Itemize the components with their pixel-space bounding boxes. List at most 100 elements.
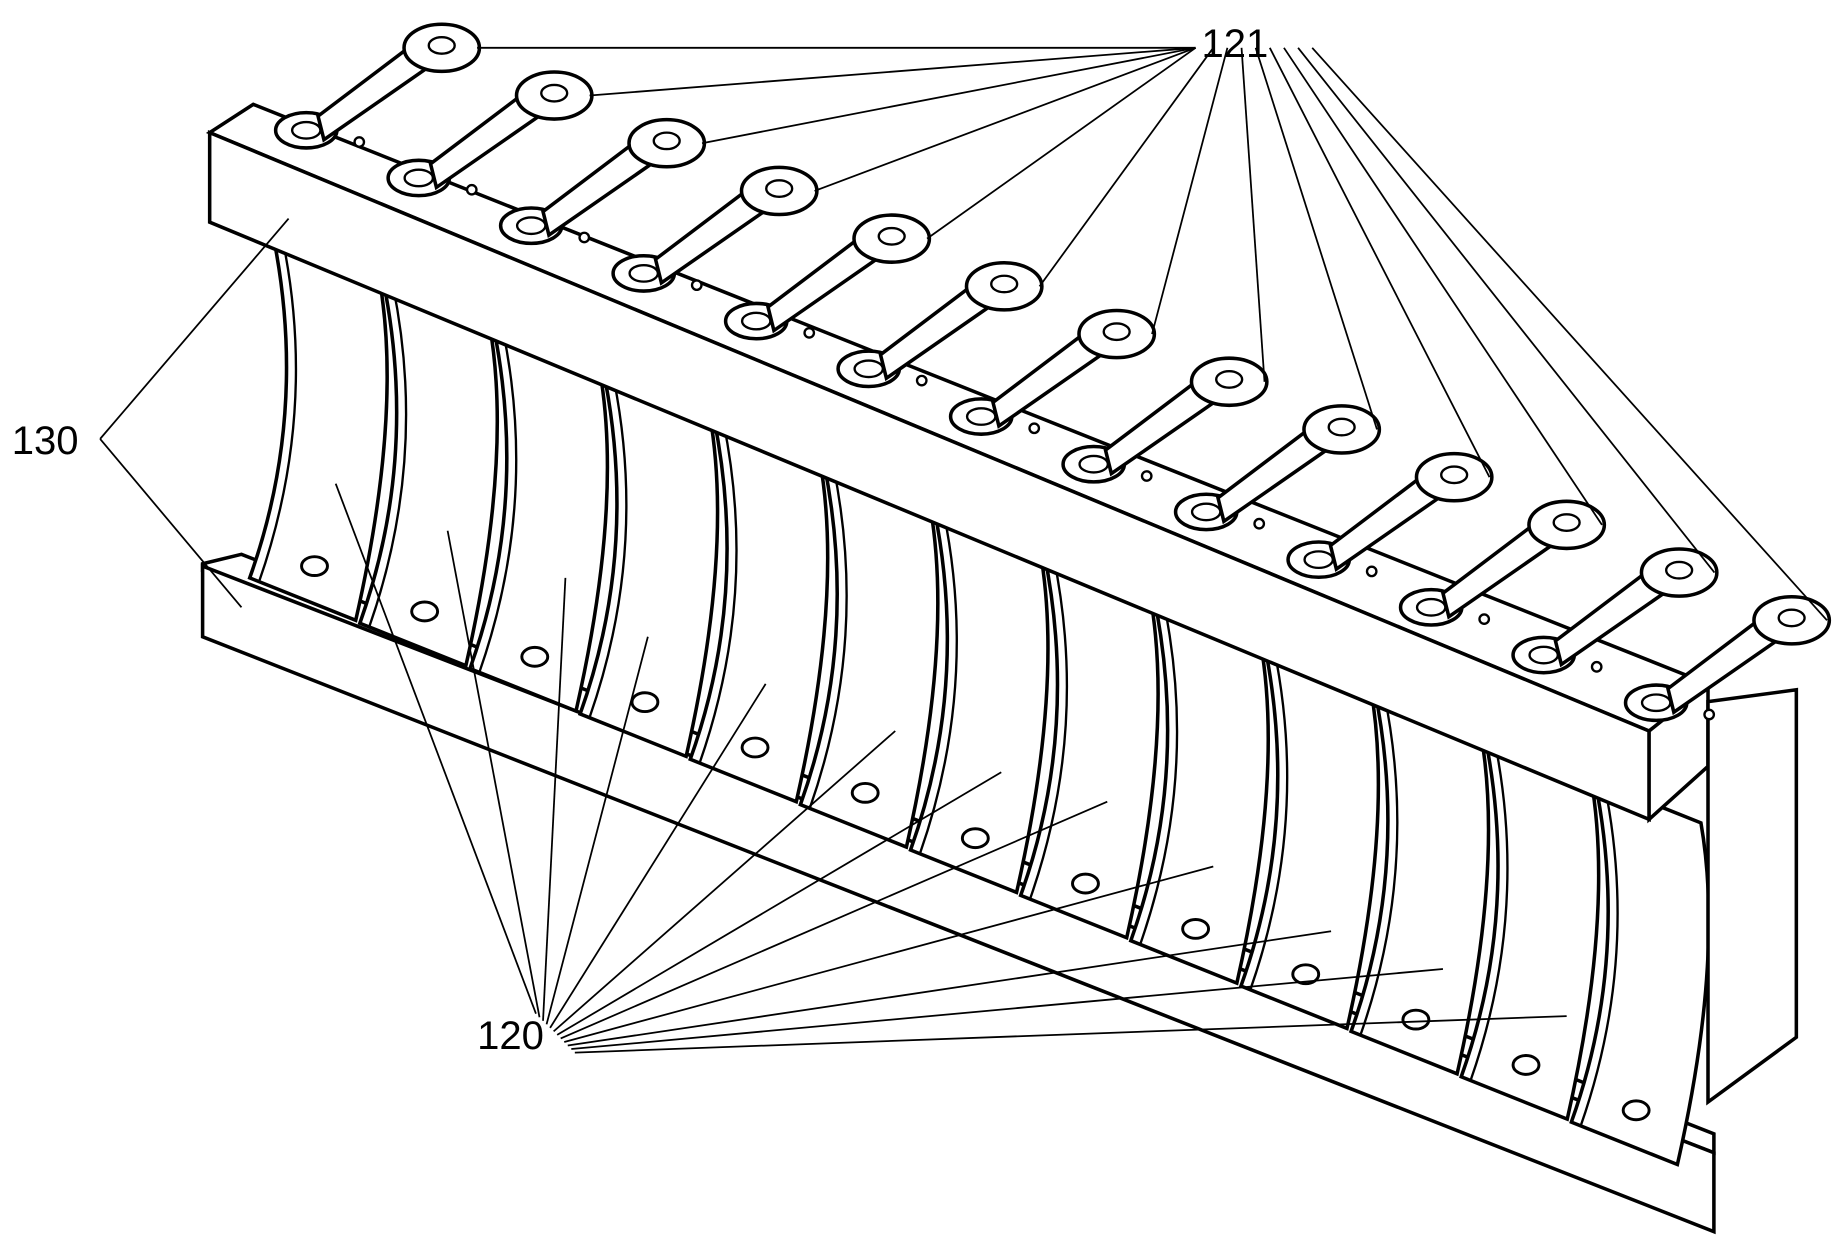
arm-head-hole bbox=[877, 226, 906, 246]
leader-121 bbox=[589, 46, 1196, 97]
leader-120 bbox=[549, 683, 767, 1029]
arm-head-hole bbox=[1777, 608, 1806, 628]
arm-head bbox=[1752, 594, 1832, 646]
vane bbox=[1348, 686, 1491, 1077]
arm-head bbox=[1414, 451, 1494, 503]
arm-head bbox=[514, 70, 594, 121]
vane bbox=[1018, 550, 1160, 941]
leader-120 bbox=[571, 968, 1444, 1050]
vane-pivot bbox=[1401, 1008, 1431, 1031]
arm-head bbox=[1189, 356, 1269, 408]
vane-edge bbox=[1028, 557, 1069, 900]
vane bbox=[688, 414, 830, 805]
vane bbox=[1128, 596, 1270, 986]
bar-pin bbox=[465, 183, 478, 196]
vane bbox=[1238, 641, 1381, 1031]
leader-120 bbox=[567, 930, 1332, 1047]
bar-pin bbox=[1590, 660, 1603, 673]
leader-120 bbox=[563, 865, 1214, 1043]
vane-edge bbox=[588, 375, 628, 718]
vane-pivot bbox=[1181, 918, 1211, 940]
leader-120 bbox=[334, 483, 537, 1015]
arm-head-hole bbox=[1552, 513, 1581, 532]
vane-pivot bbox=[410, 600, 440, 623]
leader-130 bbox=[99, 218, 290, 440]
arm-head-hole bbox=[1327, 417, 1356, 437]
arms-121 bbox=[273, 22, 1832, 723]
leader-120 bbox=[574, 1015, 1567, 1054]
label-130: 130 bbox=[12, 419, 79, 463]
leader-121 bbox=[1254, 47, 1378, 430]
arm-head-hole bbox=[990, 274, 1019, 294]
vane-edge bbox=[478, 330, 518, 673]
vane-pivot bbox=[1511, 1054, 1541, 1076]
arm-head bbox=[964, 261, 1044, 312]
bar-pin bbox=[1703, 708, 1716, 721]
arm-head bbox=[1302, 404, 1382, 455]
bar-pin bbox=[803, 326, 816, 339]
arm-head-hole bbox=[1440, 465, 1469, 485]
leader-121 bbox=[1283, 47, 1603, 526]
label-121: 121 bbox=[1201, 22, 1268, 66]
leader-lines bbox=[99, 46, 1828, 1054]
vane bbox=[247, 233, 389, 623]
vane-pivot bbox=[1071, 872, 1100, 895]
leader-120 bbox=[556, 771, 1002, 1036]
arm-head bbox=[1527, 499, 1607, 551]
arm-head-hole bbox=[1665, 560, 1694, 580]
bar-pin bbox=[1365, 565, 1378, 578]
vane-edge bbox=[258, 239, 298, 582]
vane-edge bbox=[1579, 783, 1619, 1127]
bar-pin bbox=[353, 136, 366, 148]
leader-120 bbox=[553, 730, 896, 1033]
leader-121 bbox=[701, 46, 1196, 145]
vane-edge bbox=[698, 420, 738, 764]
arm-head-hole bbox=[427, 36, 456, 55]
vane-edge bbox=[368, 284, 408, 628]
leader-121 bbox=[1269, 47, 1491, 478]
bar-pin bbox=[1253, 517, 1266, 530]
vane bbox=[467, 324, 610, 714]
vane-edge bbox=[1469, 738, 1509, 1081]
arm-head bbox=[402, 22, 482, 74]
leader-120 bbox=[560, 800, 1108, 1040]
bar-pin bbox=[915, 374, 928, 387]
vane-edge bbox=[808, 466, 848, 809]
vane-pivot bbox=[520, 645, 550, 668]
vane-pivot bbox=[1621, 1099, 1651, 1122]
leader-121 bbox=[1038, 47, 1214, 287]
leader-120 bbox=[446, 530, 541, 1018]
vane-pivot bbox=[630, 691, 660, 714]
vane-pivot bbox=[960, 827, 990, 850]
arm-head bbox=[1639, 547, 1719, 598]
leader-130 bbox=[99, 438, 243, 608]
vane-edge bbox=[918, 511, 958, 854]
vane-pivot bbox=[740, 736, 770, 759]
leader-120 bbox=[545, 636, 649, 1025]
leader-121 bbox=[814, 46, 1196, 192]
label-120: 120 bbox=[477, 1014, 544, 1058]
vane bbox=[908, 505, 1050, 895]
arm-head-hole bbox=[1102, 322, 1131, 342]
leader-121 bbox=[1311, 47, 1828, 621]
arm-head bbox=[852, 213, 932, 264]
leader-120 bbox=[542, 577, 567, 1021]
leader-121 bbox=[1240, 47, 1266, 382]
leader-121 bbox=[1297, 47, 1716, 574]
vane-pivot bbox=[850, 781, 880, 804]
vane bbox=[357, 278, 500, 669]
vane-edge bbox=[1359, 693, 1399, 1036]
arm-head-hole bbox=[652, 131, 681, 151]
arm-head bbox=[739, 165, 819, 217]
vane-edge bbox=[1139, 602, 1179, 945]
vane bbox=[798, 460, 940, 850]
leader-121 bbox=[1151, 47, 1229, 335]
bar-pin bbox=[1140, 470, 1153, 482]
bar-pin bbox=[1028, 422, 1041, 435]
leader-121 bbox=[926, 47, 1197, 240]
arm-head bbox=[627, 117, 707, 169]
vane-pivot bbox=[300, 555, 329, 577]
arm-head bbox=[1077, 308, 1157, 360]
